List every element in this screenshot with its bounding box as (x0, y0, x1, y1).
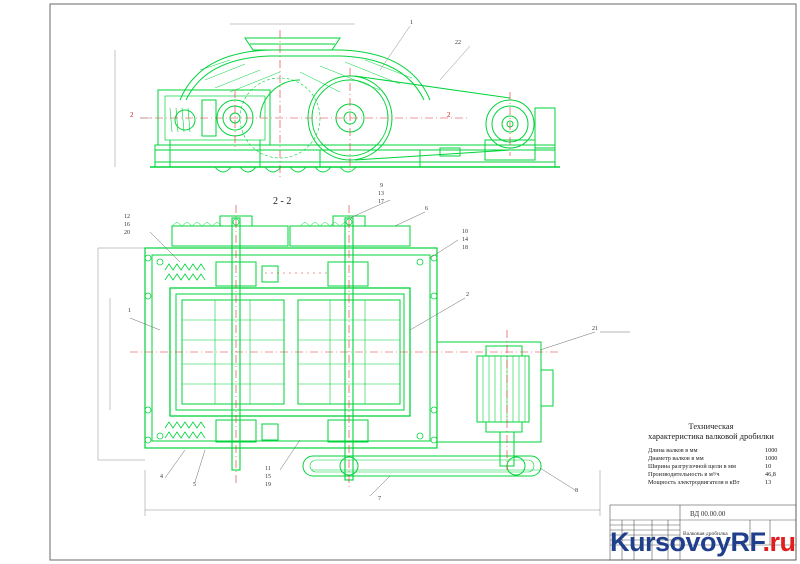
callout-18: 18 (462, 245, 468, 251)
callout-2: 2 (466, 292, 469, 298)
document-code: ВД 00.00.00 (690, 510, 726, 518)
spec-label: Мощность электродвигателя в кВт (648, 479, 740, 486)
callout-4: 4 (160, 474, 163, 480)
sheet-border (49, 3, 797, 561)
callout-8: 8 (575, 488, 578, 494)
spec-value: 1000 (765, 447, 778, 454)
tech-spec-title: Техническая характеристика валковой дроб… (636, 422, 786, 442)
spec-value: 46,8 (765, 471, 776, 478)
tech-title-line1: Техническая (688, 422, 734, 431)
tech-title-line2: характеристика валковой дробилки (648, 432, 774, 441)
callout-19: 19 (265, 482, 271, 488)
callout-7: 7 (378, 496, 381, 502)
section-label: 2 - 2 (273, 196, 292, 207)
callout-1-plan: 1 (128, 308, 131, 314)
callout-14: 14 (462, 237, 468, 243)
callout-9: 9 (380, 183, 383, 189)
callout-17: 17 (378, 199, 384, 205)
callout-12: 12 (124, 214, 130, 220)
document-name: Валковая дробилка (683, 531, 728, 537)
spec-label: Производительность в м³/ч (648, 471, 720, 478)
callout-21: 21 (592, 326, 598, 332)
callout-16: 16 (124, 222, 130, 228)
cut-mark-left: 2 (130, 111, 134, 119)
callout-15: 15 (265, 474, 271, 480)
watermark-main: KursovoyRF (610, 527, 763, 557)
callout-1-top: 1 (410, 20, 413, 26)
spec-value: 13 (765, 479, 772, 486)
callout-6: 6 (425, 206, 428, 212)
spec-label: Длина валков в мм (648, 447, 698, 454)
site-watermark: KursovoyRF.ru (610, 527, 796, 558)
callout-5: 5 (193, 482, 196, 488)
spec-value: 1000 (765, 455, 778, 462)
spec-label: Ширина разгрузочной щели в мм (648, 463, 736, 470)
callout-13: 13 (378, 191, 384, 197)
callout-22: 22 (455, 40, 461, 46)
callout-11: 11 (265, 466, 271, 472)
spec-value: 10 (765, 463, 772, 470)
watermark-domain: .ru (762, 527, 797, 557)
cut-mark-right: 2 (447, 111, 451, 119)
spec-label: Диаметр валков в мм (648, 455, 704, 462)
callout-20: 20 (124, 230, 130, 236)
title-block (609, 504, 797, 561)
callout-10: 10 (462, 229, 468, 235)
elevation-view (150, 37, 560, 173)
